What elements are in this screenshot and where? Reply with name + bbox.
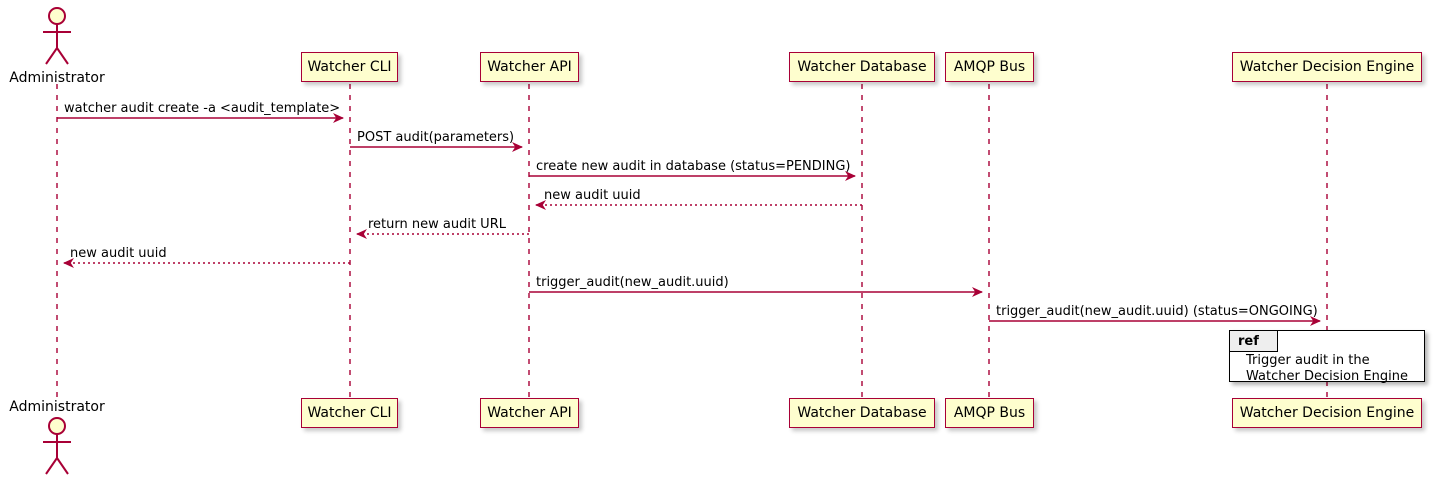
message-label-5: return new audit URL bbox=[368, 217, 506, 232]
message-label-4: new audit uuid bbox=[544, 188, 641, 203]
actor-name: Administrator bbox=[9, 399, 105, 415]
ref-fragment[interactable]: ref Trigger audit in the Watcher Decisio… bbox=[1229, 330, 1425, 385]
participant-label: Watcher Database bbox=[797, 405, 927, 421]
participant-label: AMQP Bus bbox=[953, 405, 1026, 421]
participant-footer-watcher-decision-engine[interactable]: Watcher Decision Engine bbox=[1232, 398, 1422, 428]
participant-header-watcher-database[interactable]: Watcher Database bbox=[789, 52, 935, 82]
participant-label: Watcher Decision Engine bbox=[1239, 405, 1415, 421]
ref-fragment-line-2: Watcher Decision Engine bbox=[1246, 369, 1408, 384]
ref-fragment-keyword: ref bbox=[1230, 331, 1278, 352]
participant-label: Watcher CLI bbox=[307, 59, 392, 75]
message-label-2: POST audit(parameters) bbox=[357, 130, 515, 145]
participant-footer-amqp-bus[interactable]: AMQP Bus bbox=[945, 398, 1034, 428]
actor-name: Administrator bbox=[9, 70, 105, 86]
actor-administrator-top-icon bbox=[43, 7, 71, 65]
actor-administrator-bottom-icon bbox=[43, 417, 71, 475]
message-label-3: create new audit in database (status=PEN… bbox=[536, 159, 851, 174]
message-label-8: trigger_audit(new_audit.uuid) (status=ON… bbox=[996, 304, 1318, 319]
participant-label: Watcher API bbox=[487, 59, 572, 75]
participant-label: AMQP Bus bbox=[953, 59, 1026, 75]
participant-label: Watcher Decision Engine bbox=[1239, 59, 1415, 75]
actor-label-administrator-bottom: Administrator bbox=[0, 399, 114, 415]
message-label-7: trigger_audit(new_audit.uuid) bbox=[536, 275, 729, 290]
participant-label: Watcher CLI bbox=[307, 405, 392, 421]
message-label-6: new audit uuid bbox=[70, 246, 167, 261]
participant-footer-watcher-api[interactable]: Watcher API bbox=[480, 398, 579, 428]
participant-label: Watcher API bbox=[487, 405, 572, 421]
ref-fragment-body: Trigger audit in the Watcher Decision En… bbox=[1230, 353, 1424, 385]
message-label-1: watcher audit create -a <audit_template> bbox=[64, 101, 341, 116]
participant-footer-watcher-cli[interactable]: Watcher CLI bbox=[301, 398, 398, 428]
ref-fragment-line-1: Trigger audit in the bbox=[1246, 353, 1370, 368]
participant-header-amqp-bus[interactable]: AMQP Bus bbox=[945, 52, 1034, 82]
participant-label: Watcher Database bbox=[797, 59, 927, 75]
participant-footer-watcher-database[interactable]: Watcher Database bbox=[789, 398, 935, 428]
participant-header-watcher-cli[interactable]: Watcher CLI bbox=[301, 52, 398, 82]
actor-label-administrator-top: Administrator bbox=[0, 70, 114, 86]
participant-header-watcher-decision-engine[interactable]: Watcher Decision Engine bbox=[1232, 52, 1422, 82]
participant-header-watcher-api[interactable]: Watcher API bbox=[480, 52, 579, 82]
